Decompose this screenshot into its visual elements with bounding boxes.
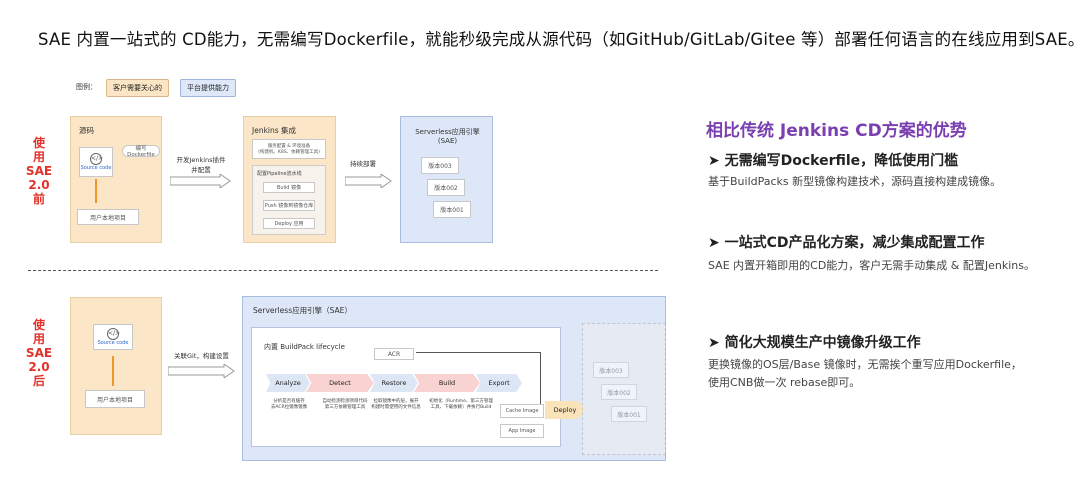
updown-arrow-before — [95, 179, 97, 203]
era-after-label: 使 用 SAE 2.0 后 — [25, 318, 53, 388]
adv-1-desc: 基于BuildPacks 新型镜像构建技术，源码直接构建成镜像。 — [708, 175, 1002, 188]
local-project-after: 用户本地项目 — [85, 390, 145, 408]
arrow-git-label: 关联Git，构建设置 — [174, 352, 229, 360]
step-push: Push 镜像到镜像仓库 — [263, 200, 315, 211]
version-002-after: 版本002 — [601, 384, 637, 400]
sae-versions-after: 版本003 版本002 版本001 — [582, 323, 666, 455]
stage-export: Export — [476, 374, 522, 392]
version-001-after: 版本001 — [611, 406, 647, 422]
step-build: Build 镜像 — [263, 182, 315, 193]
sae-panel-before: Serverless应用引擎 (SAE) 版本003 版本002 版本001 — [400, 116, 493, 243]
acr-line — [416, 352, 540, 353]
era-before-label: 使 用 SAE 2.0 前 — [25, 136, 53, 206]
source-code-card-after: </> Source code — [93, 324, 133, 350]
desc-detect: 自动检测检测项目代码 第三方依赖管理工具 — [322, 399, 368, 410]
local-project-before: 用户本地项目 — [77, 209, 139, 225]
cache-image: Cache Image — [500, 404, 544, 418]
deploy-arrow: Deploy — [545, 401, 585, 419]
adv-2-title: ➤ 一站式CD产品化方案，减少集成配置工作 — [708, 235, 985, 251]
advantages-heading: 相比传统 Jenkins CD方案的优势 — [706, 121, 967, 141]
adv-3-desc: 更换镜像的OS层/Base 镜像时，无需挨个重写应用Dockerfile， 使用… — [708, 358, 1022, 389]
arrow-jenkins-label: 开发Jenkins插件 并配置 — [176, 156, 226, 174]
acr-line-v — [540, 352, 541, 406]
adv-2-desc: SAE 内置开箱即用的CD能力，客户无需手动集成 & 配置Jenkins。 — [708, 259, 1035, 272]
step-deploy: Deploy 应用 — [263, 218, 315, 229]
arrow-deploy — [345, 174, 392, 188]
version-003-after: 版本003 — [593, 362, 629, 378]
sae-title-before: Serverless应用引擎 (SAE) — [415, 128, 480, 145]
acr-box: ACR — [374, 348, 414, 360]
jenkins-title: Jenkins 集成 — [252, 126, 297, 135]
version-001-before: 版本001 — [433, 201, 471, 218]
source-panel-title: 源码 — [79, 126, 94, 135]
legend-platform: 平台提供能力 — [180, 79, 236, 97]
adv-1-title: ➤ 无需编写Dockerfile，降低使用门槛 — [708, 153, 959, 169]
stage-analyze: Analyze — [266, 374, 310, 392]
arrow-git — [168, 364, 235, 378]
source-code-label: Source code — [80, 165, 112, 171]
sae-title-after: Serverless应用引擎（SAE） — [253, 306, 352, 315]
source-panel-before: 源码 </> Source code 编写Dockerfile 用户本地项目 — [70, 116, 162, 243]
slide-title: SAE 内置一站式的 CD能力，无需编写Dockerfile，就能秒级完成从源代… — [38, 30, 1080, 49]
arrow-deploy-label: 持续部署 — [350, 160, 376, 168]
stage-detect: Detect — [306, 374, 374, 392]
divider — [28, 270, 658, 271]
lifecycle-title: 内置 BuildPack lifecycle — [264, 343, 345, 351]
source-code-card: </> Source code — [79, 147, 113, 177]
legend-customer: 客户需要关心的 — [106, 79, 169, 97]
code-icon: </> — [107, 328, 120, 340]
desc-build: 初始化（Runtime、第三方管理 工具、下载依赖）并执行Build — [429, 399, 493, 410]
dockerfile-card: 编写Dockerfile — [122, 145, 160, 158]
source-code-label-after: Source code — [97, 340, 129, 346]
stage-build: Build — [414, 374, 480, 392]
updown-arrow-after — [112, 356, 114, 386]
legend-label: 图例： — [76, 83, 97, 91]
jenkins-prepare: 服务配置 & 环境准备 (构建机、K8S、依赖管理工具) — [252, 139, 326, 159]
pipeline-box: 配置Pipeline流水线 Build 镜像 Push 镜像到镜像仓库 Depl… — [252, 165, 326, 235]
adv-3-title: ➤ 简化大规模生产中镜像升级工作 — [708, 335, 921, 351]
stage-restore: Restore — [370, 374, 418, 392]
desc-restore: 拉取镜像中的层，展开 构建时需使用的文件信息 — [371, 399, 421, 410]
version-002-before: 版本002 — [427, 179, 465, 196]
pipeline-title: 配置Pipeline流水线 — [257, 171, 302, 177]
desc-analyze: 分析是否有缓存 去ACR拉镜像镜像 — [270, 399, 308, 410]
arrow-jenkins — [170, 174, 231, 188]
code-icon: </> — [90, 153, 103, 165]
source-panel-after: </> Source code 用户本地项目 — [70, 297, 162, 435]
version-003-before: 版本003 — [421, 157, 459, 174]
app-image: App Image — [500, 424, 544, 438]
jenkins-panel: Jenkins 集成 服务配置 & 环境准备 (构建机、K8S、依赖管理工具) … — [243, 116, 336, 243]
lifecycle-box: 内置 BuildPack lifecycle ACR Analyze Detec… — [251, 327, 561, 447]
